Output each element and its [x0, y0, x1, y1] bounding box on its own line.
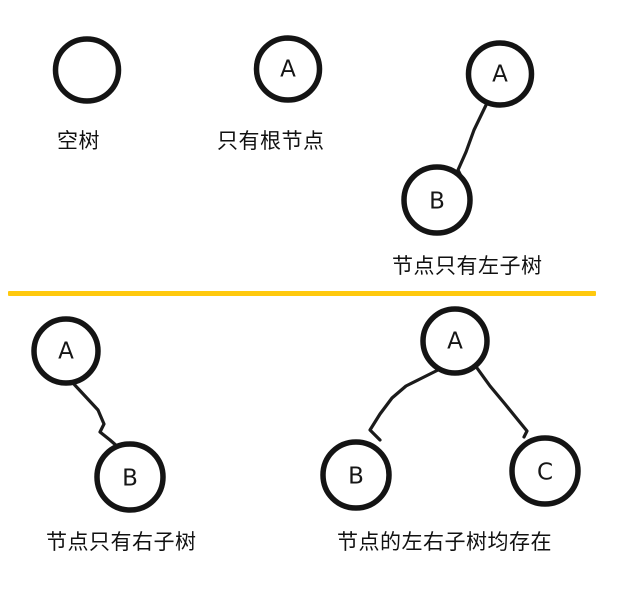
node-label-a-left-only: A — [492, 62, 508, 88]
node-label-b-both: B — [348, 464, 364, 490]
node-circle-b-right-only — [94, 441, 166, 513]
panel-both-children: A B C — [320, 306, 581, 511]
node-circle-b-both — [320, 439, 392, 511]
panel-right-child-only: A B — [31, 316, 166, 513]
node-circle-b-left-only — [401, 164, 473, 236]
node-label-a-root-only: A — [280, 57, 296, 83]
node-label-b-left-only: B — [429, 189, 445, 215]
horizontal-divider — [8, 291, 596, 296]
caption-left-child-only: 节点只有左子树 — [392, 254, 543, 278]
node-circle-c-both — [509, 435, 581, 507]
node-circle-a-root-only — [253, 35, 323, 103]
node-label-c-both: C — [537, 460, 553, 486]
panel-left-child-only: A B — [401, 40, 535, 236]
panel-root-only: A — [253, 35, 323, 103]
edge-a-to-c-both — [475, 366, 529, 439]
node-label-a-right-only: A — [58, 339, 74, 365]
node-circle-a-left-only — [465, 40, 535, 108]
edge-a-to-b-both — [368, 368, 440, 442]
node-circle-a-right-only — [31, 316, 101, 386]
panel-empty-tree — [52, 36, 122, 104]
edge-a-to-b-right-only — [70, 380, 120, 449]
node-label-a-both: A — [447, 329, 463, 355]
node-circle-empty — [52, 36, 122, 104]
caption-right-child-only: 节点只有右子树 — [46, 530, 197, 554]
caption-root-only: 只有根节点 — [217, 129, 325, 153]
caption-both-children: 节点的左右子树均存在 — [337, 530, 552, 554]
node-circle-a-both — [420, 306, 490, 376]
node-label-b-right-only: B — [122, 466, 138, 492]
caption-empty-tree: 空树 — [57, 129, 100, 153]
